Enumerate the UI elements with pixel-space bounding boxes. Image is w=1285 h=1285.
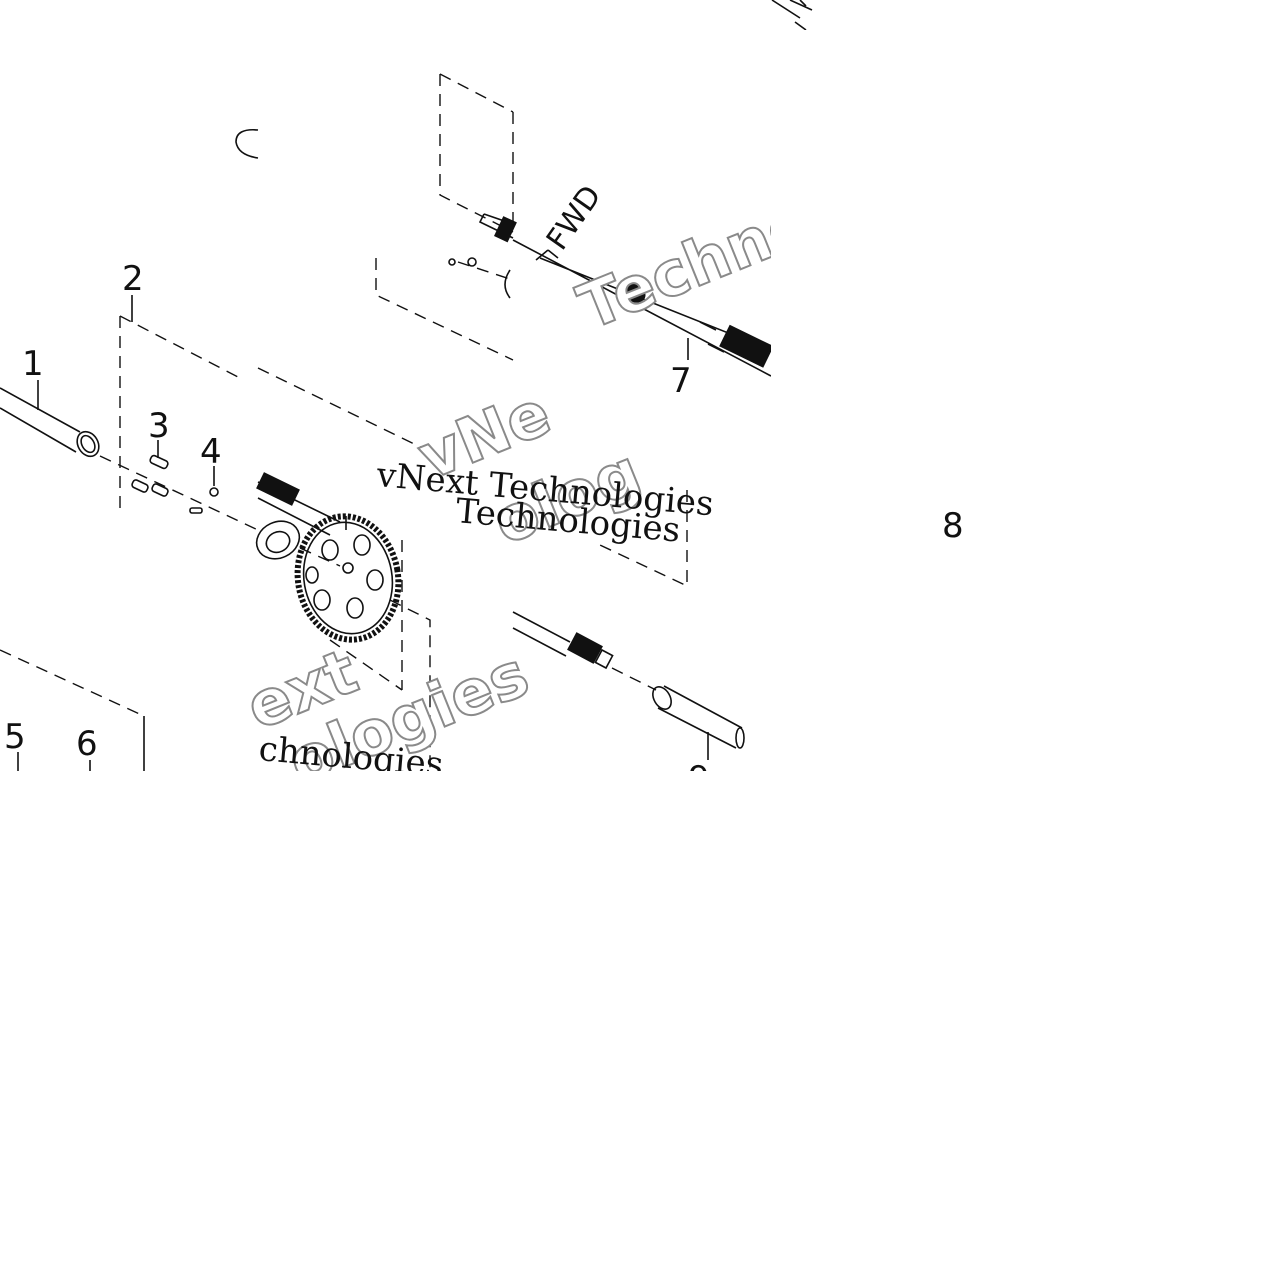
callout-3: 3	[148, 406, 170, 446]
blank-region-right	[771, 30, 1285, 771]
tile-upper-left	[0, 73, 517, 536]
output-shaft	[512, 611, 571, 657]
snap-ring-outline	[235, 128, 259, 159]
bushing	[652, 686, 672, 710]
hub	[255, 520, 301, 560]
callout-6: 6	[76, 724, 98, 764]
sprocket	[294, 513, 402, 643]
tile-upper-middle	[512, 112, 774, 377]
blank-region-bottom	[0, 771, 1285, 1285]
bearing	[622, 283, 646, 303]
callout-2: 2	[122, 259, 144, 299]
tile-upper-right-fragment	[771, 0, 813, 31]
callout-5: 5	[4, 717, 26, 757]
nut	[209, 487, 219, 497]
dashed-bracket-lower	[0, 649, 145, 717]
washer	[448, 258, 456, 266]
tile-lower-left	[0, 649, 145, 771]
tile-lower-middle	[255, 513, 431, 771]
dashed-bracket-top	[439, 74, 514, 233]
bracket-fragment	[771, 0, 813, 31]
tile-middle-right	[512, 490, 745, 760]
axle-tube-right	[657, 685, 743, 749]
bolt	[149, 454, 169, 470]
dashed-bracket-2	[119, 315, 241, 379]
callout-4: 4	[200, 432, 222, 472]
dashed-bracket-right	[599, 490, 688, 588]
watermark: Techno vNe olog ext ologies vNext Techno…	[235, 184, 822, 800]
callout-7: 7	[670, 361, 692, 401]
callout-8-visible: 8	[942, 506, 964, 546]
axle-tube	[0, 387, 81, 453]
dashed-bracket-mid	[375, 258, 514, 361]
callout-1: 1	[22, 344, 44, 384]
direction-label-fwd: FWD	[540, 179, 609, 256]
spline-section	[719, 324, 774, 368]
